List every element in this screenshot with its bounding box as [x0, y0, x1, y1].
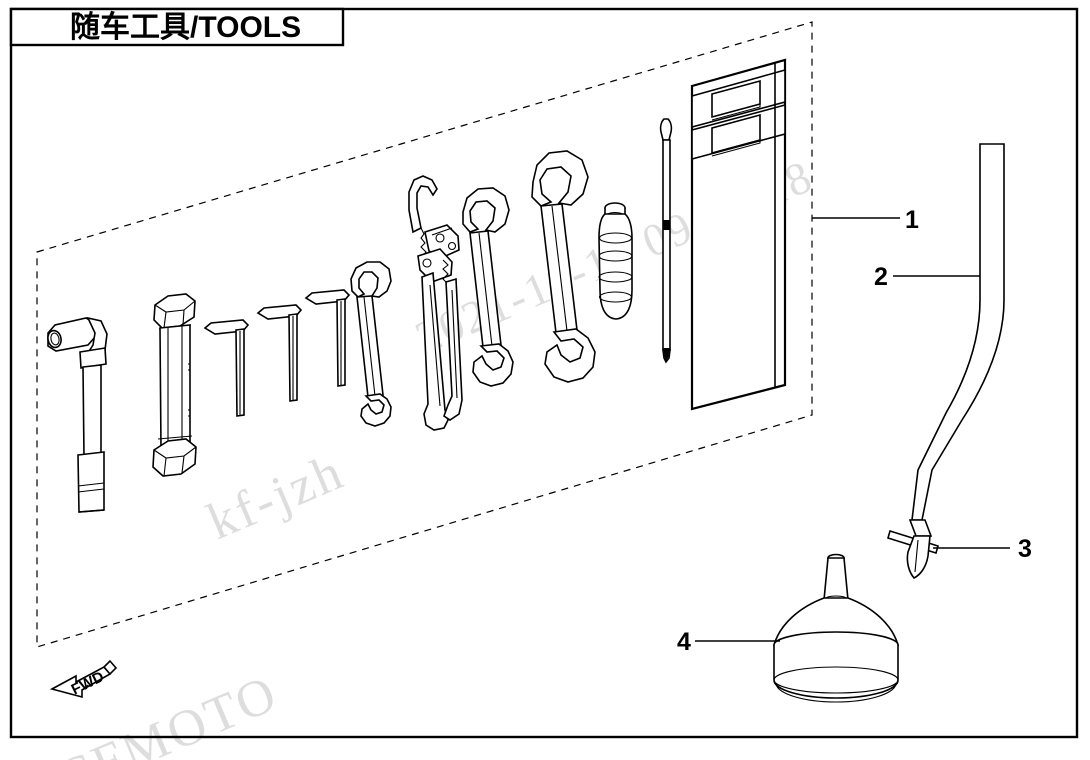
fwd-orientation-marker: FWD [49, 659, 118, 698]
title-box [9, 7, 345, 47]
callout-numbers: 1 2 3 4 [677, 206, 1032, 656]
page-title-latin: /TOOLS [190, 11, 301, 44]
part-socket-wrench-bar [152, 293, 197, 477]
toolkit-dashed-boundary [36, 21, 813, 648]
part-hex-key-large [304, 289, 351, 387]
callout-number-4: 4 [677, 628, 691, 656]
part-oil-funnel [772, 553, 900, 703]
page-title-cjk: 随车工具 [70, 10, 190, 44]
title-text-group: 随车工具 /TOOLS [70, 10, 301, 44]
callout-number-1: 1 [905, 206, 919, 234]
part-open-end-wrench-large [531, 150, 596, 383]
callout-number-3: 3 [1018, 535, 1032, 563]
part-screwdriver-shaft [659, 118, 673, 364]
fwd-label: FWD [69, 668, 107, 698]
part-open-end-wrench-medium [462, 187, 514, 387]
callout-leaders [695, 217, 1010, 642]
part-open-end-wrench-small [350, 261, 392, 427]
part-screwdriver-handle [598, 202, 633, 320]
part-hex-key-medium [256, 304, 303, 402]
part-tire-lever [887, 143, 1005, 579]
page-border [9, 7, 1079, 739]
part-tool-bag [690, 58, 787, 411]
part-hex-key-small [203, 319, 250, 417]
callout-number-2: 2 [874, 263, 888, 291]
part-adjustable-pliers [408, 175, 463, 431]
part-spark-plug-wrench [47, 316, 108, 513]
